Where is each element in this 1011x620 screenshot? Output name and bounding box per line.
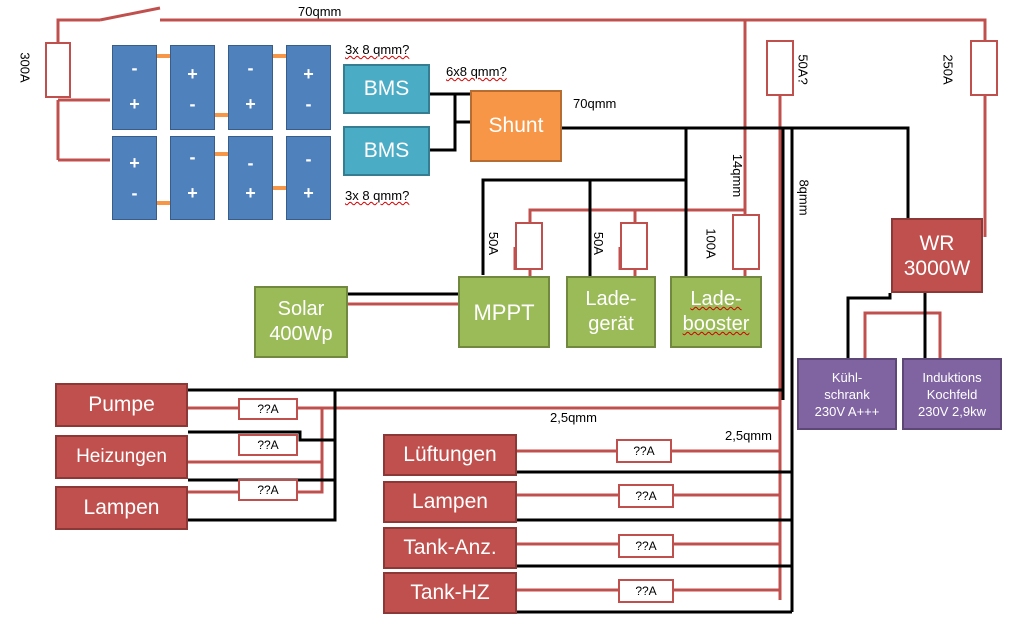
fuse-booster xyxy=(732,214,760,270)
fuse-pumpe: ??A xyxy=(238,398,298,420)
fuse-lade xyxy=(620,222,648,270)
shunt-cable-out-label: 70qmm xyxy=(573,96,617,111)
consumer-lampen-left: Lampen xyxy=(55,486,188,530)
fuse-50a-q-label: 50A? xyxy=(795,54,811,85)
main-fuse-300a xyxy=(45,42,71,98)
fuse-booster-label: 100A xyxy=(703,228,719,259)
top-cable-label: 70qmm xyxy=(298,4,342,19)
fuse-lampen-right: ??A xyxy=(618,484,674,508)
shunt-cable-in-label: 6x8 qmm? xyxy=(446,64,507,79)
consumer-lueftungen: Lüftungen xyxy=(383,434,517,476)
fuse-tank-anz: ??A xyxy=(618,534,674,558)
battery-cell: +- xyxy=(286,45,331,130)
battery-cell: +- xyxy=(112,136,157,220)
battery-cell: -+ xyxy=(286,136,331,220)
cable-2-5-right-label: 2,5qmm xyxy=(725,428,772,443)
bms-cable-bottom-text: 3x 8 qmm? xyxy=(345,188,410,203)
cell-pole: - xyxy=(131,58,138,78)
mppt: MPPT xyxy=(458,276,550,348)
induktionskochfeld: Induktions Kochfeld 230V 2,9kw xyxy=(902,358,1002,430)
cell-pole: + xyxy=(129,94,140,114)
battery-cell: -+ xyxy=(112,45,157,130)
ladebooster-label: Lade- booster xyxy=(682,288,750,335)
consumer-heizungen: Heizungen xyxy=(55,435,188,479)
bms-cable-bottom-label: 3x 8 qmm? xyxy=(345,188,409,203)
battery-cell: -+ xyxy=(170,136,215,220)
bms-top: BMS xyxy=(343,64,430,114)
cell-pole: + xyxy=(303,183,314,203)
cell-pole: - xyxy=(131,183,138,203)
cell-links xyxy=(135,54,305,205)
bms-cable-top-label: 3x 8 qmm? xyxy=(345,42,409,57)
induktionskochfeld-label: Induktions Kochfeld 230V 2,9kw xyxy=(918,369,986,419)
cable-14qmm-label: 14qmm xyxy=(730,153,746,198)
fuse-tank-hz: ??A xyxy=(618,579,674,603)
cable-2-5-left-label: 2,5qmm xyxy=(550,410,597,425)
fuse-lade-label: 50A xyxy=(591,231,607,256)
ladegeraet: Lade- gerät xyxy=(566,276,656,348)
battery-cell: -+ xyxy=(228,45,273,130)
fuse-50a-q xyxy=(766,40,794,96)
inverter: WR 3000W xyxy=(891,218,983,293)
consumer-tank-hz: Tank-HZ xyxy=(383,572,517,614)
cell-pole: - xyxy=(247,153,254,173)
fuse-250a xyxy=(970,40,998,96)
cell-pole: + xyxy=(303,64,314,84)
ladebooster: Lade- booster xyxy=(670,276,762,348)
battery-cell: +- xyxy=(170,45,215,130)
cell-pole: - xyxy=(189,147,196,167)
cell-pole: + xyxy=(129,153,140,173)
fuse-250a-label: 250A xyxy=(940,54,956,85)
fuse-mppt xyxy=(515,222,543,270)
cable-8qmm-label: 8qmm xyxy=(796,179,812,216)
cell-pole: - xyxy=(247,58,254,78)
cell-pole: - xyxy=(189,94,196,114)
consumer-tank-anz: Tank-Anz. xyxy=(383,527,517,569)
shunt-cable-in-text: 6x8 qmm? xyxy=(446,64,507,79)
bms-cable-top-text: 3x 8 qmm? xyxy=(345,42,410,57)
kuehlschrank: Kühl- schrank 230V A+++ xyxy=(797,358,897,430)
consumer-pumpe: Pumpe xyxy=(55,383,188,427)
consumer-lampen-right: Lampen xyxy=(383,481,517,523)
battery-cell: -+ xyxy=(228,136,273,220)
cell-pole: - xyxy=(305,94,312,114)
shunt: Shunt xyxy=(470,90,562,162)
cell-pole: + xyxy=(187,64,198,84)
bms-bottom: BMS xyxy=(343,126,430,176)
cell-pole: + xyxy=(245,94,256,114)
negative-wires xyxy=(188,92,927,614)
cell-pole: + xyxy=(245,183,256,203)
solar-panel: Solar 400Wp xyxy=(254,286,348,358)
main-fuse-label: 300A xyxy=(17,52,33,83)
cell-pole: + xyxy=(187,183,198,203)
fuse-lueftungen: ??A xyxy=(616,439,672,463)
fuse-mppt-label: 50A xyxy=(486,231,502,256)
fuse-heizungen: ??A xyxy=(238,434,298,456)
fuse-lampen-left: ??A xyxy=(238,479,298,501)
cell-pole: - xyxy=(305,149,312,169)
